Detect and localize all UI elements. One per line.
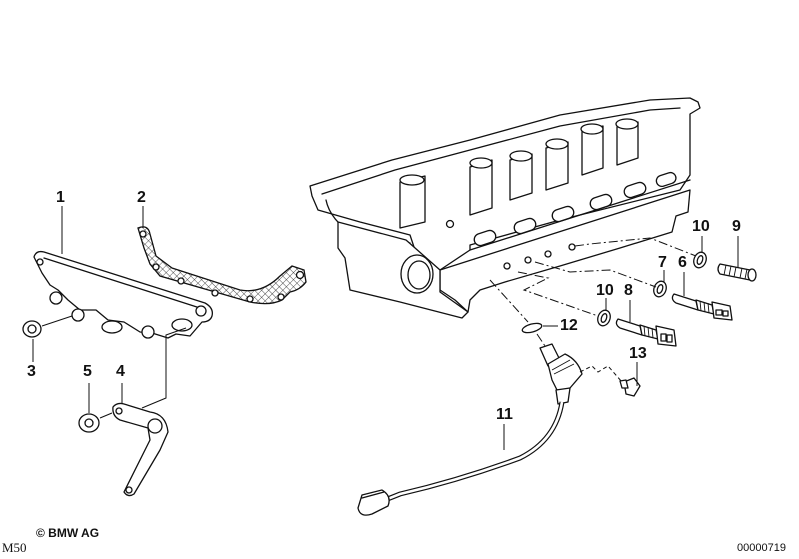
callout-12[interactable]: 12	[560, 317, 578, 334]
callout-7[interactable]: 7	[658, 254, 667, 271]
bearing-towers	[399, 118, 639, 229]
part-1-cover-plate	[33, 250, 213, 339]
callout-8[interactable]: 8	[624, 282, 633, 299]
mounting-bosses	[445, 219, 576, 270]
callout-5[interactable]: 5	[83, 363, 92, 380]
drawing-number: 00000719	[737, 542, 786, 554]
callout-11[interactable]: 11	[496, 406, 513, 423]
part-12-o-ring	[521, 322, 558, 334]
part-7-sealing-ring	[653, 280, 667, 298]
part-2-gasket	[137, 226, 307, 305]
model-code: M50	[2, 540, 27, 555]
part-10-sealing-ring-lower	[597, 309, 611, 327]
copyright-text: © BMW AG	[36, 526, 100, 540]
callout-10-lower[interactable]: 10	[596, 282, 614, 299]
callout-9[interactable]: 9	[732, 218, 741, 235]
part-8-temperature-sensor	[615, 318, 677, 347]
part-5-nut	[78, 412, 113, 433]
assembly-lines	[489, 237, 697, 383]
part-6-temperature-sensor	[671, 293, 733, 321]
callout-4[interactable]: 4	[116, 363, 125, 380]
callout-13[interactable]: 13	[629, 345, 647, 362]
part-3-nut	[22, 315, 73, 338]
callout-2[interactable]: 2	[137, 189, 146, 206]
part-4-bracket	[112, 327, 187, 497]
cylinder-head-ports	[473, 171, 677, 247]
part-10-sealing-ring-upper	[693, 251, 707, 269]
label-leaders	[32, 206, 739, 450]
callout-10-upper[interactable]: 10	[692, 218, 710, 235]
part-11-sensor-with-cable	[357, 343, 583, 516]
cylinder-head	[309, 97, 701, 319]
part-13-screw	[619, 377, 641, 397]
callout-1[interactable]: 1	[56, 189, 65, 206]
callout-3[interactable]: 3	[27, 363, 36, 380]
part-9-plug-screw	[717, 263, 757, 282]
callout-6[interactable]: 6	[678, 254, 687, 271]
